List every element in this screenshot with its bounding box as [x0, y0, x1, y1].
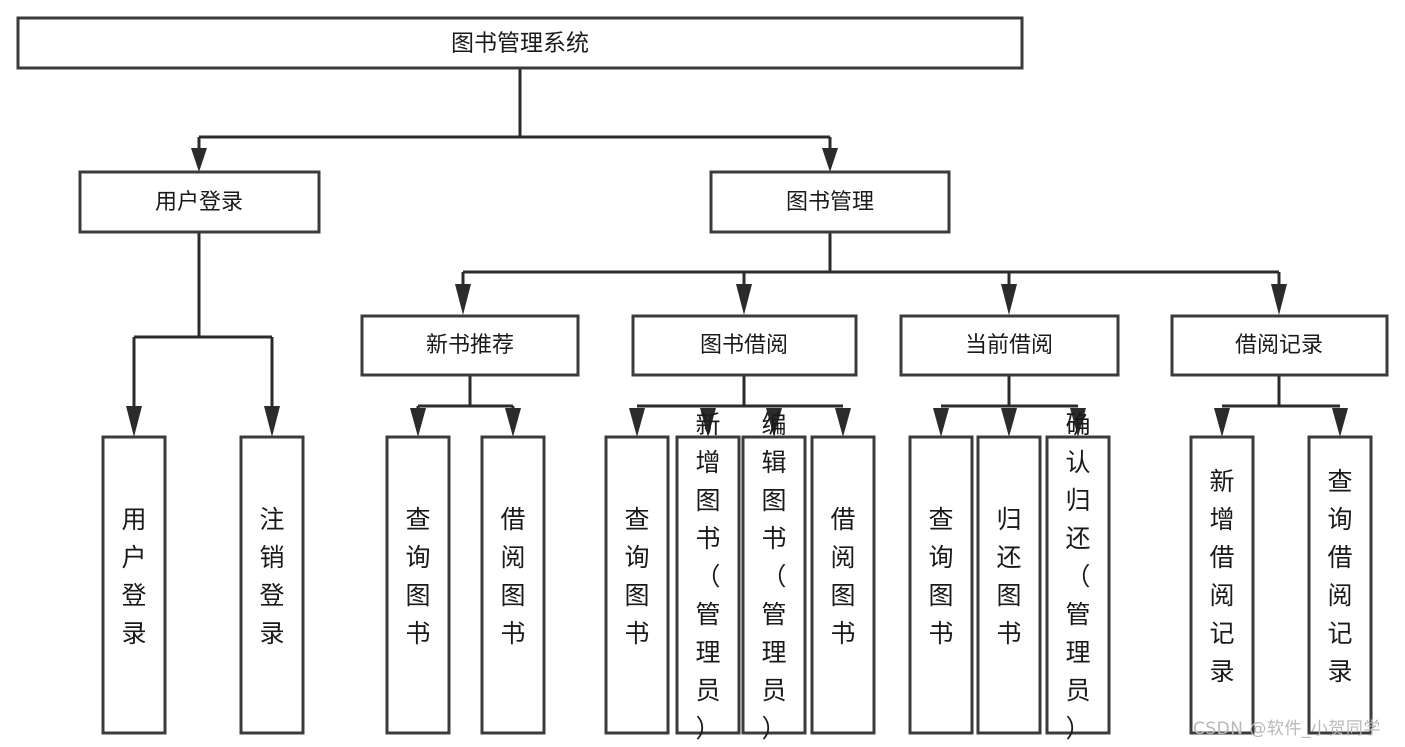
arrow-head-br-1	[1214, 408, 1230, 437]
connector-group-book-management	[455, 232, 1287, 315]
leaf-node[interactable]: 借阅图书	[810, 435, 876, 735]
arrow-head-bm-1	[455, 284, 471, 315]
leaf-node[interactable]: 查询图书	[908, 435, 974, 735]
leaf-box-cb-return-book[interactable]	[976, 435, 1042, 735]
leaf-box-bb-edit-book[interactable]	[741, 435, 807, 735]
leaf-box-cb-query-book[interactable]	[908, 435, 974, 735]
node-book-borrow-box[interactable]	[631, 314, 858, 377]
leaf-box-nb-query-book[interactable]	[385, 435, 451, 735]
node-current-borrow-box[interactable]	[899, 314, 1120, 377]
node-current-borrow-label: 当前借阅	[965, 333, 1053, 358]
leaf-label-bb-edit-book: 编辑图书（管理员）	[761, 410, 786, 743]
connector-group-new-book	[410, 375, 521, 437]
node-user-login-box[interactable]	[78, 170, 321, 234]
leaf-box-br-add-record[interactable]	[1189, 435, 1255, 735]
leaf-label-cb-query-book: 查询图书	[928, 505, 953, 648]
arrow-head-cb-3	[1070, 408, 1086, 437]
node-borrow-record-label: 借阅记录	[1235, 333, 1323, 358]
node-root[interactable]: 图书管理系统	[16, 16, 1024, 70]
leaf-node[interactable]: 新增借阅记录	[1189, 435, 1255, 735]
leaf-box-bb-add-book[interactable]	[675, 435, 741, 735]
connector-group-book-borrow	[629, 375, 851, 437]
connector-group-current-borrow	[933, 375, 1086, 437]
leaf-box-user-login[interactable]	[101, 435, 167, 735]
arrow-head-bb-3	[766, 408, 782, 437]
arrow-head-cb-2	[1001, 408, 1017, 437]
leaf-box-logout[interactable]	[239, 435, 305, 735]
node-user-login-label: 用户登录	[155, 190, 243, 215]
leaf-node[interactable]: 编辑图书（管理员）	[741, 410, 807, 743]
node-book-management[interactable]: 图书管理	[709, 170, 951, 234]
node-book-management-box[interactable]	[709, 170, 951, 234]
leaf-label-cb-return-book: 归还图书	[996, 505, 1021, 648]
arrow-head-nb-1	[410, 408, 426, 437]
leaf-label-cb-confirm-return: 确认归还（管理员）	[1065, 410, 1090, 743]
arrow-head-root-2	[822, 148, 838, 172]
leaf-box-bb-query-book[interactable]	[604, 435, 670, 735]
arrow-head-bm-4	[1271, 284, 1287, 315]
leaf-label-br-query-record: 查询借阅记录	[1327, 467, 1352, 686]
arrow-head-nb-2	[505, 408, 521, 437]
node-root-box[interactable]	[16, 16, 1024, 70]
leaf-label-nb-query-book: 查询图书	[405, 505, 430, 648]
node-new-book-recommend[interactable]: 新书推荐	[360, 314, 580, 377]
node-book-management-label: 图书管理	[786, 190, 874, 215]
arrow-head-ul-1	[126, 406, 142, 437]
arrow-head-br-2	[1332, 408, 1348, 437]
connector-group-borrow-record	[1214, 375, 1348, 437]
leaf-label-user-login: 用户登录	[121, 505, 146, 648]
arrow-head-bm-2	[736, 284, 752, 315]
leaf-node[interactable]: 查询借阅记录	[1307, 435, 1373, 735]
node-new-book-recommend-box[interactable]	[360, 314, 580, 377]
leaf-box-nb-borrow-book[interactable]	[480, 435, 546, 735]
node-user-login[interactable]: 用户登录	[78, 170, 321, 234]
leaf-box-bb-borrow-book[interactable]	[810, 435, 876, 735]
leaf-node[interactable]: 查询图书	[385, 435, 451, 735]
node-book-borrow[interactable]: 图书借阅	[631, 314, 858, 377]
connector-group-user-login	[126, 232, 280, 437]
leaf-box-cb-confirm-return[interactable]	[1045, 435, 1111, 735]
arrow-head-bb-4	[835, 408, 851, 437]
node-root-label: 图书管理系统	[451, 31, 589, 57]
node-borrow-record[interactable]: 借阅记录	[1170, 314, 1389, 377]
node-new-book-recommend-label: 新书推荐	[426, 333, 514, 358]
leaf-label-br-add-record: 新增借阅记录	[1209, 467, 1234, 686]
leaf-label-bb-query-book: 查询图书	[624, 505, 649, 648]
leaf-label-bb-borrow-book: 借阅图书	[830, 505, 855, 648]
leaf-node[interactable]: 归还图书	[976, 435, 1042, 735]
leaf-label-bb-add-book: 新增图书（管理员）	[695, 410, 720, 743]
node-book-borrow-label: 图书借阅	[700, 333, 788, 358]
leaf-node[interactable]: 用户登录	[101, 435, 167, 735]
leaf-node[interactable]: 查询图书	[604, 435, 670, 735]
leaf-label-logout: 注销登录	[259, 505, 284, 648]
arrow-head-ul-2	[264, 406, 280, 437]
arrow-head-bb-1	[629, 408, 645, 437]
leaf-label-nb-borrow-book: 借阅图书	[500, 505, 525, 648]
csdn-watermark: CSDN @软件_小贺同学	[1193, 719, 1381, 739]
arrow-head-cb-1	[933, 408, 949, 437]
leaf-node[interactable]: 借阅图书	[480, 435, 546, 735]
node-current-borrow[interactable]: 当前借阅	[899, 314, 1120, 377]
arrow-head-bb-2	[700, 408, 716, 437]
leaf-node[interactable]: 确认归还（管理员）	[1045, 410, 1111, 743]
arrow-head-bm-3	[1001, 284, 1017, 315]
node-borrow-record-box[interactable]	[1170, 314, 1389, 377]
leaf-node[interactable]: 新增图书（管理员）	[675, 410, 741, 743]
arrow-head-root-1	[191, 148, 207, 172]
connector-group-root	[191, 68, 838, 172]
leaf-box-br-query-record[interactable]	[1307, 435, 1373, 735]
leaf-node[interactable]: 注销登录	[239, 435, 305, 735]
